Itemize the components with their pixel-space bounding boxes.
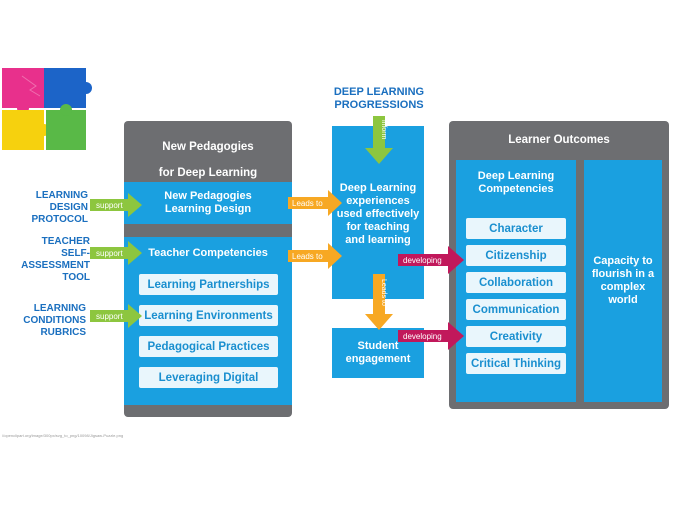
experiences-line5: and learning bbox=[345, 234, 411, 246]
engagement-line1: Student bbox=[357, 340, 399, 352]
collaboration-box: Collaboration bbox=[466, 272, 566, 293]
critical-thinking-box: Critical Thinking bbox=[466, 353, 566, 374]
learning-design-protocol-line1: LEARNING DESIGN bbox=[35, 190, 88, 213]
capacity-line3: complex bbox=[600, 281, 646, 293]
progressions-label-line2: PROGRESSIONS bbox=[334, 99, 424, 111]
progressions-label: DEEP LEARNING PROGRESSIONS bbox=[320, 86, 438, 112]
deep-learning-competencies-title: Deep Learning Competencies bbox=[456, 170, 576, 196]
capacity-box: Capacity to flourish in a complex world bbox=[584, 160, 662, 402]
new-pedagogies-title-line1: New Pedagogies bbox=[162, 141, 254, 153]
competencies-title-line2: Competencies bbox=[478, 183, 554, 195]
character-box: Character bbox=[466, 218, 566, 239]
developing-arrow-2-text: developing bbox=[403, 332, 442, 341]
pedagogical-practices-box: Pedagogical Practices bbox=[139, 336, 278, 357]
support-arrow-1 bbox=[90, 193, 142, 217]
learner-outcomes-title: Learner Outcomes bbox=[508, 134, 610, 146]
learning-design-box-line1: New Pedagogies bbox=[164, 190, 252, 202]
learning-design-protocol-label: LEARNING DESIGN PROTOCOL bbox=[0, 190, 88, 226]
communication-box: Communication bbox=[466, 299, 566, 320]
teacher-label-line2: SELF-ASSESSMENT bbox=[21, 248, 90, 271]
citizenship-box: Citizenship bbox=[466, 245, 566, 266]
support-arrow-3 bbox=[90, 304, 142, 328]
support-arrow-2-text: support bbox=[96, 249, 123, 258]
learning-conditions-line3: RUBRICS bbox=[40, 327, 86, 338]
teacher-self-assessment-label: TEACHER SELF-ASSESSMENT TOOL bbox=[0, 236, 90, 284]
new-pedagogies-title-line2: for Deep Learning bbox=[158, 167, 258, 179]
capacity-line1: Capacity to bbox=[593, 255, 653, 267]
support-arrow-2 bbox=[90, 241, 142, 265]
developing-arrow-1 bbox=[398, 246, 464, 274]
teacher-label-line1: TEACHER bbox=[41, 236, 90, 247]
capacity-line2: flourish in a bbox=[591, 268, 655, 280]
leads-to-arrow-down-text: Leads to bbox=[380, 279, 387, 306]
support-arrow-3-text: support bbox=[96, 312, 123, 321]
teacher-competencies-title: Teacher Competencies bbox=[148, 247, 268, 259]
learning-conditions-line1: LEARNING bbox=[33, 303, 86, 314]
creativity-box: Creativity bbox=[466, 326, 566, 347]
source-url: //openclipart.org/image/300px/svg_to_png… bbox=[2, 433, 124, 438]
developing-arrow-2 bbox=[398, 322, 464, 350]
experiences-line3: used effectively bbox=[336, 208, 420, 220]
student-engagement-box: Student engagement bbox=[332, 328, 424, 378]
learning-environments-box: Learning Environments bbox=[139, 305, 278, 326]
leads-to-arrow-2-text: Leads to bbox=[292, 252, 323, 261]
progressions-label-line1: DEEP LEARNING bbox=[333, 86, 425, 98]
engagement-line2: engagement bbox=[345, 353, 411, 365]
capacity-line4: world bbox=[608, 294, 638, 306]
leads-to-arrow-down bbox=[365, 274, 393, 330]
inform-arrow-text: inform bbox=[380, 120, 387, 140]
puzzle-logo bbox=[0, 66, 98, 152]
experiences-line2: experiences bbox=[346, 195, 410, 207]
leveraging-digital-box: Leveraging Digital bbox=[139, 367, 278, 388]
inform-arrow bbox=[365, 116, 393, 164]
learning-conditions-line2: CONDITIONS bbox=[23, 315, 86, 326]
experiences-line4: for teaching bbox=[346, 221, 410, 233]
learning-conditions-label: LEARNING CONDITIONS RUBRICS bbox=[0, 303, 86, 339]
learning-partnerships-box: Learning Partnerships bbox=[139, 274, 278, 295]
competencies-title-line1: Deep Learning bbox=[477, 170, 555, 182]
support-arrow-1-text: support bbox=[96, 201, 123, 210]
new-pedagogies-title: New Pedagogies for Deep Learning bbox=[124, 134, 292, 186]
leads-to-arrow-1 bbox=[288, 190, 342, 216]
learning-design-protocol-line2: PROTOCOL bbox=[31, 214, 88, 225]
developing-arrow-1-text: developing bbox=[403, 256, 442, 265]
teacher-label-line3: TOOL bbox=[62, 272, 90, 283]
leads-to-arrow-1-text: Leads to bbox=[292, 199, 323, 208]
experiences-line1: Deep Learning bbox=[339, 182, 417, 194]
learning-design-box: New Pedagogies Learning Design bbox=[124, 182, 292, 224]
leads-to-arrow-2 bbox=[288, 243, 342, 269]
learning-design-box-line2: Learning Design bbox=[164, 203, 252, 215]
deep-learning-experiences-text: Deep Learning experiences used effective… bbox=[332, 182, 424, 247]
